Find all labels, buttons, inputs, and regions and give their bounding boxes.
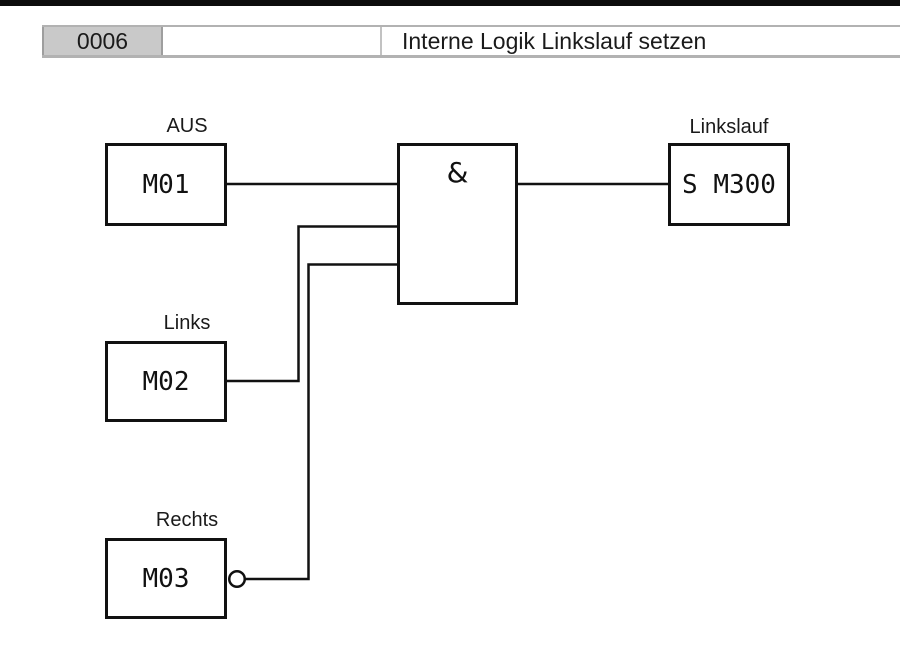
and-gate-symbol: & (446, 156, 469, 189)
negation-circle (228, 570, 246, 588)
network-number: 0006 (76, 27, 129, 54)
scan-edge-bar (0, 0, 900, 6)
block-id-m02: M02 (142, 366, 190, 397)
network-title: Interne Logik Linkslauf setzen (402, 27, 707, 54)
block-id-m01: M01 (142, 169, 190, 200)
input-block-m02: M02 (105, 341, 227, 422)
label-links: Links (163, 312, 211, 334)
wire-m03-to-gate (245, 263, 397, 581)
input-block-m03: M03 (105, 538, 227, 619)
network-title-cell: Interne Logik Linkslauf setzen (382, 27, 900, 55)
label-rechts: Rechts (155, 509, 219, 531)
input-block-m01: M01 (105, 143, 227, 226)
output-block-sm300: S M300 (668, 143, 790, 226)
block-id-sm300: S M300 (682, 169, 776, 200)
network-number-cell: 0006 (42, 27, 163, 55)
network-header-row: 0006 Interne Logik Linkslauf setzen (42, 25, 900, 58)
label-aus: AUS (166, 115, 208, 137)
label-linkslauf: Linkslauf (689, 116, 769, 138)
and-gate-block: & (397, 143, 518, 305)
network-comment-cell (163, 27, 382, 55)
wire-m02-to-gate (227, 225, 397, 383)
block-id-m03: M03 (142, 563, 190, 594)
